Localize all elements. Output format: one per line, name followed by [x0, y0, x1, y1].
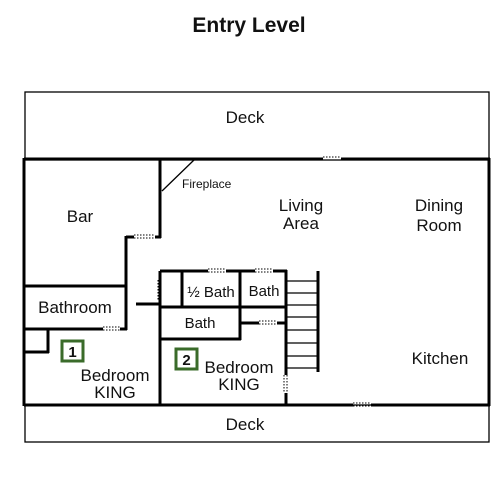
bedroom-2-label-line1: Bedroom [205, 358, 274, 377]
bath-lower-label: Bath [185, 315, 216, 332]
bedroom-1-badge: 1 [60, 339, 85, 363]
stairs [286, 271, 320, 372]
bar-walls [124, 158, 162, 330]
bedroom-1-badge-box [60, 339, 85, 363]
bedroom-2-label-line2: KING [218, 375, 260, 394]
outer-walls [22, 156, 491, 407]
fireplace-label: Fireplace [182, 177, 232, 191]
closet-walls [24, 329, 50, 354]
fireplace-diagonal [161, 159, 195, 192]
living-area-label-line1: Living [279, 196, 323, 215]
bath-upper-label: Bath [249, 283, 280, 300]
half-bath-label: ½ Bath [187, 284, 235, 301]
plan-title: Entry Level [192, 14, 305, 37]
bath-core-walls [136, 268, 288, 406]
bedroom-2-badge-box [174, 347, 199, 371]
dining-room-label-line2: Room [416, 216, 461, 235]
deck-top-label: Deck [226, 108, 265, 127]
bedroom-1-badge-number: 1 [68, 344, 76, 361]
living-area-label-line2: Area [283, 214, 319, 233]
deck-bottom-label: Deck [226, 415, 265, 434]
bedroom-2-badge-number: 2 [182, 352, 190, 369]
bedroom-2-badge: 2 [174, 347, 199, 371]
bar-label: Bar [67, 207, 94, 226]
kitchen-label: Kitchen [412, 349, 469, 368]
bedroom-1-label-line1: Bedroom [81, 366, 150, 385]
dining-room-label-line1: Dining [415, 196, 463, 215]
bathroom-label: Bathroom [38, 298, 112, 317]
bathroom-walls [24, 284, 127, 331]
bedroom-1-label-line2: KING [94, 383, 136, 402]
